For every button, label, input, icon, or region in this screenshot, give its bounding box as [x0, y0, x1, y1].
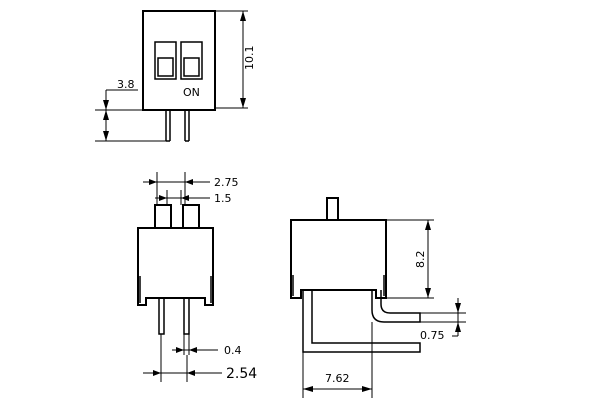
side-lead-long — [302, 290, 421, 353]
switch-slot-2 — [180, 41, 203, 80]
dimension-arrow — [187, 370, 195, 376]
dimension-arrow — [103, 131, 109, 141]
dimension-arrow — [303, 386, 313, 392]
dim-actuator-width-label: 1.5 — [214, 192, 232, 205]
dimension-arrow — [455, 322, 461, 332]
dimension-arrow — [176, 347, 184, 353]
dim-body-height-label: 8.2 — [414, 251, 427, 269]
dim-pin-length-label: 3.8 — [117, 78, 135, 91]
front-view: 2.75 1.5 0.4 2.54 — [137, 172, 257, 382]
dimension-arrow — [185, 179, 193, 185]
side-view: 8.2 0.75 7.62 — [290, 197, 466, 398]
side-lead-short — [371, 290, 421, 323]
dimension-arrow — [103, 100, 109, 110]
side-actuator — [326, 197, 339, 221]
dimension-arrow — [189, 347, 197, 353]
switch-on-label: ON — [183, 86, 200, 99]
dimension-arrow — [240, 98, 246, 108]
dim-row-spacing-label: 7.62 — [325, 372, 350, 385]
side-view-body — [290, 219, 387, 299]
dimension-arrow — [153, 370, 161, 376]
dimension-arrow — [455, 303, 461, 313]
dimension-arrow — [149, 179, 157, 185]
switch-slot-1 — [154, 41, 177, 80]
dimension-arrow — [425, 220, 431, 230]
dim-pin-width-label: 0.4 — [224, 344, 242, 357]
front-actuator-2 — [182, 204, 200, 229]
top-view-body — [142, 10, 216, 111]
switch-actuator-2 — [183, 57, 200, 77]
front-pin-2 — [183, 297, 190, 335]
top-view: ON 10.1 3.8 — [95, 10, 256, 142]
front-actuator-1 — [154, 204, 172, 229]
dim-actuator-spacing-label: 2.75 — [214, 176, 239, 189]
dim-lead-thickness-label: 0.75 — [420, 329, 445, 342]
dimension-arrow — [362, 386, 372, 392]
dim-pin-pitch-label: 2.54 — [226, 366, 257, 382]
front-pin-1 — [158, 297, 165, 335]
dimension-arrow — [181, 195, 189, 201]
switch-actuator-1 — [157, 57, 174, 77]
front-view-body — [137, 227, 214, 306]
dimension-arrow — [103, 110, 109, 120]
dimension-arrow — [425, 288, 431, 298]
dimension-arrow — [240, 11, 246, 21]
dim-height-label: 10.1 — [243, 46, 256, 71]
dimension-arrow — [159, 195, 167, 201]
